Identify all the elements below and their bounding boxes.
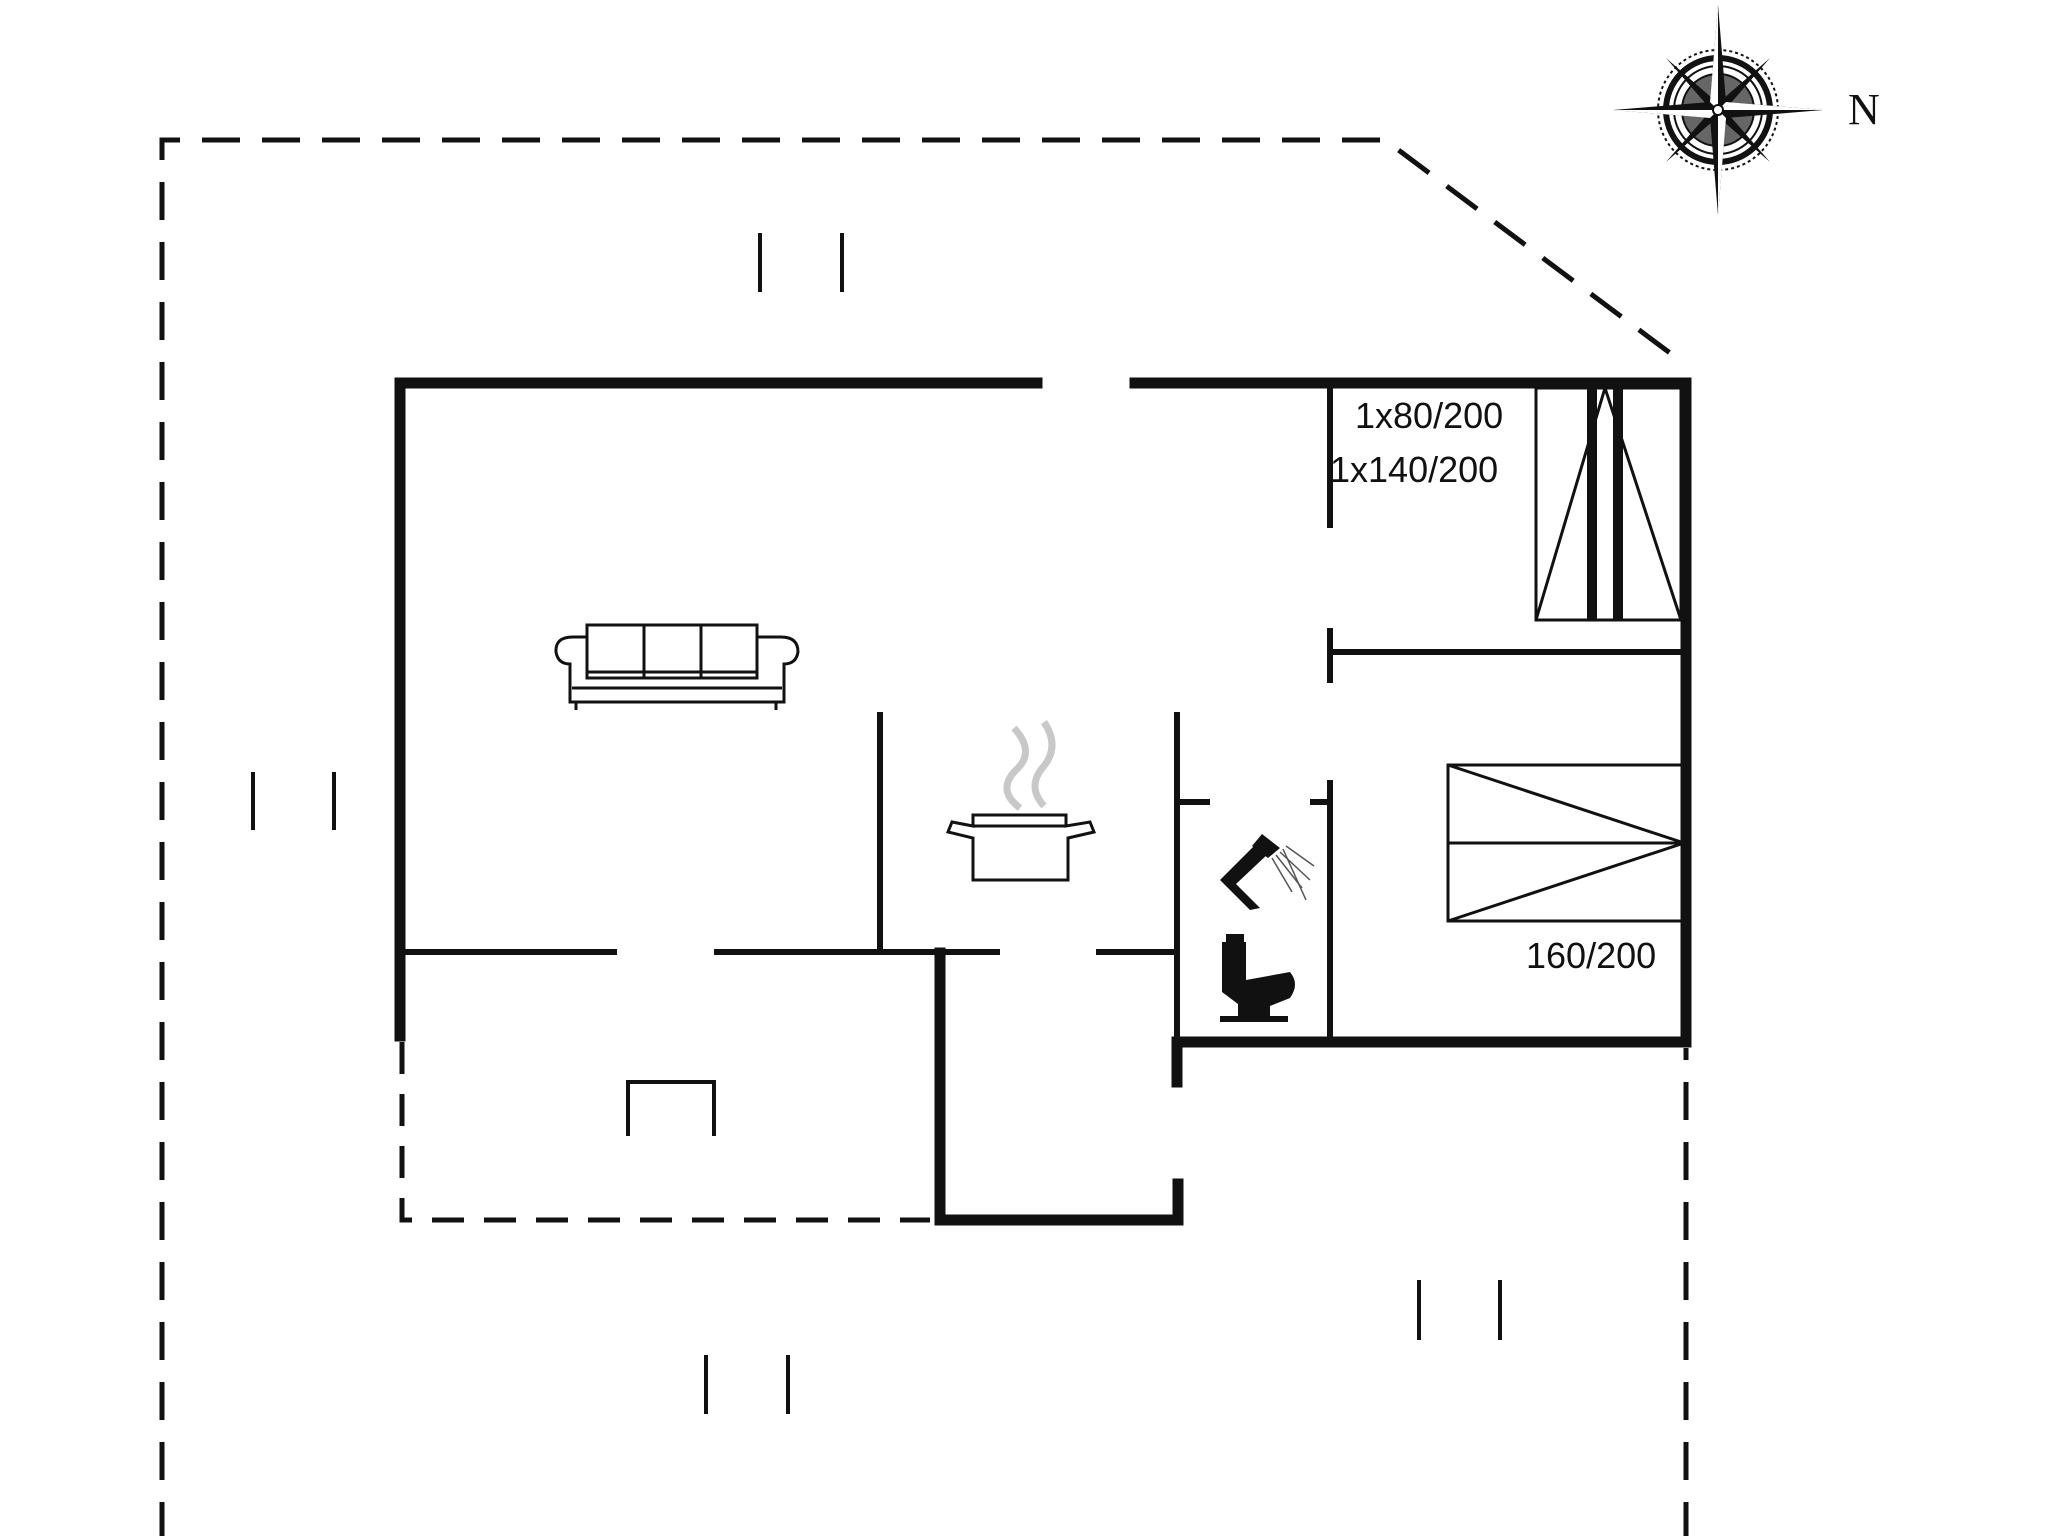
bed-size-label-double: 160/200 [1526,935,1657,976]
double-bed-icon [1446,763,1689,923]
sofa-icon [554,623,800,710]
bunk-bed-icon [1534,382,1683,622]
compass-north-label: N [1848,85,1880,134]
annex-outline [399,1042,930,1223]
terrace-outline [159,137,1689,1536]
terrace-markers [251,233,1502,1414]
bed-size-label-single: 1x80/200 [1355,395,1504,436]
exterior-walls [394,377,1692,1226]
interior-walls [400,383,1686,1042]
shower-icon [1220,834,1315,910]
bed-size-label-double-upper: 1x140/200 [1330,449,1499,490]
compass-rose-icon [1613,5,1823,215]
toilet-icon [1220,934,1295,1022]
cooking-pot-icon [945,720,1097,882]
fireplace-icon [626,1080,716,1136]
